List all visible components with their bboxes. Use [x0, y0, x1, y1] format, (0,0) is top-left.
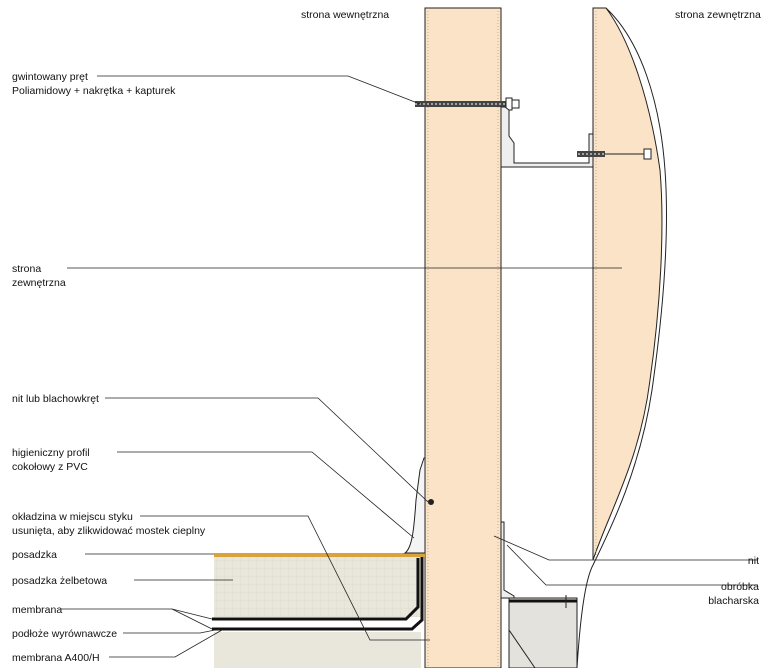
sheet-metal-flashing [500, 521, 515, 599]
outside-left-label-line1: strona [12, 263, 42, 275]
concrete-floor-grid [214, 557, 421, 617]
pvc-skirting-profile [403, 457, 426, 554]
concrete-floor-label: posadzka żelbetowa [12, 575, 108, 587]
rivet-label: nit lub blachowkręt [12, 393, 99, 405]
membrane-upper [212, 558, 420, 621]
levelling-base [214, 632, 421, 668]
leader-nit [493, 535, 758, 561]
rod-label-line2: Poliamidowy + nakrętka + kapturek [12, 85, 176, 97]
leader-rivet [105, 397, 429, 503]
outside-left-label-line2: zewnętrzna [12, 277, 66, 289]
rod-label-line1: gwintowany pręt [12, 71, 88, 83]
membrane-a400-label: membrana A400/H [12, 652, 100, 664]
steel-bracket [500, 106, 594, 168]
membrane-lower [212, 557, 424, 631]
rivet [428, 499, 434, 505]
leader-membrane-2 [171, 608, 213, 630]
levelling-base-label: podłoże wyrównawcze [12, 628, 118, 640]
base-block-diagonal [508, 629, 536, 668]
leader-rod [97, 75, 421, 105]
outer-wall-panel [592, 7, 663, 561]
flashing-label-line2: blacharska [708, 595, 759, 607]
leader-levelling [123, 628, 221, 634]
leader-cladding [140, 515, 430, 641]
floor-finish [214, 553, 425, 557]
cladding-label-line1: okładzina w miejscu styku [12, 511, 133, 523]
rod-cap [511, 99, 520, 109]
cladding-label-line2: usunięta, aby zlikwidować mostek cieplny [12, 525, 206, 537]
pvc-label-line1: higieniczny profil [12, 447, 90, 459]
outer-base-block [508, 597, 578, 668]
nit-label: nit [747, 555, 759, 567]
leader-a400 [109, 629, 223, 658]
inside-side-label: strona wewnętrzna [301, 9, 390, 21]
leader-pvc [117, 451, 415, 539]
membrane-label: membrana [12, 604, 63, 616]
screw-head [643, 148, 652, 160]
leader-flashing [506, 544, 758, 586]
inner-wall-panel [424, 7, 502, 668]
pvc-label-line2: cokołowy z PVC [12, 461, 88, 473]
floor-label: posadzka [12, 549, 57, 561]
flashing-label-line1: obróbka [721, 581, 759, 593]
outside-side-label: strona zewnętrzna [675, 9, 761, 21]
break-line [576, 7, 668, 668]
